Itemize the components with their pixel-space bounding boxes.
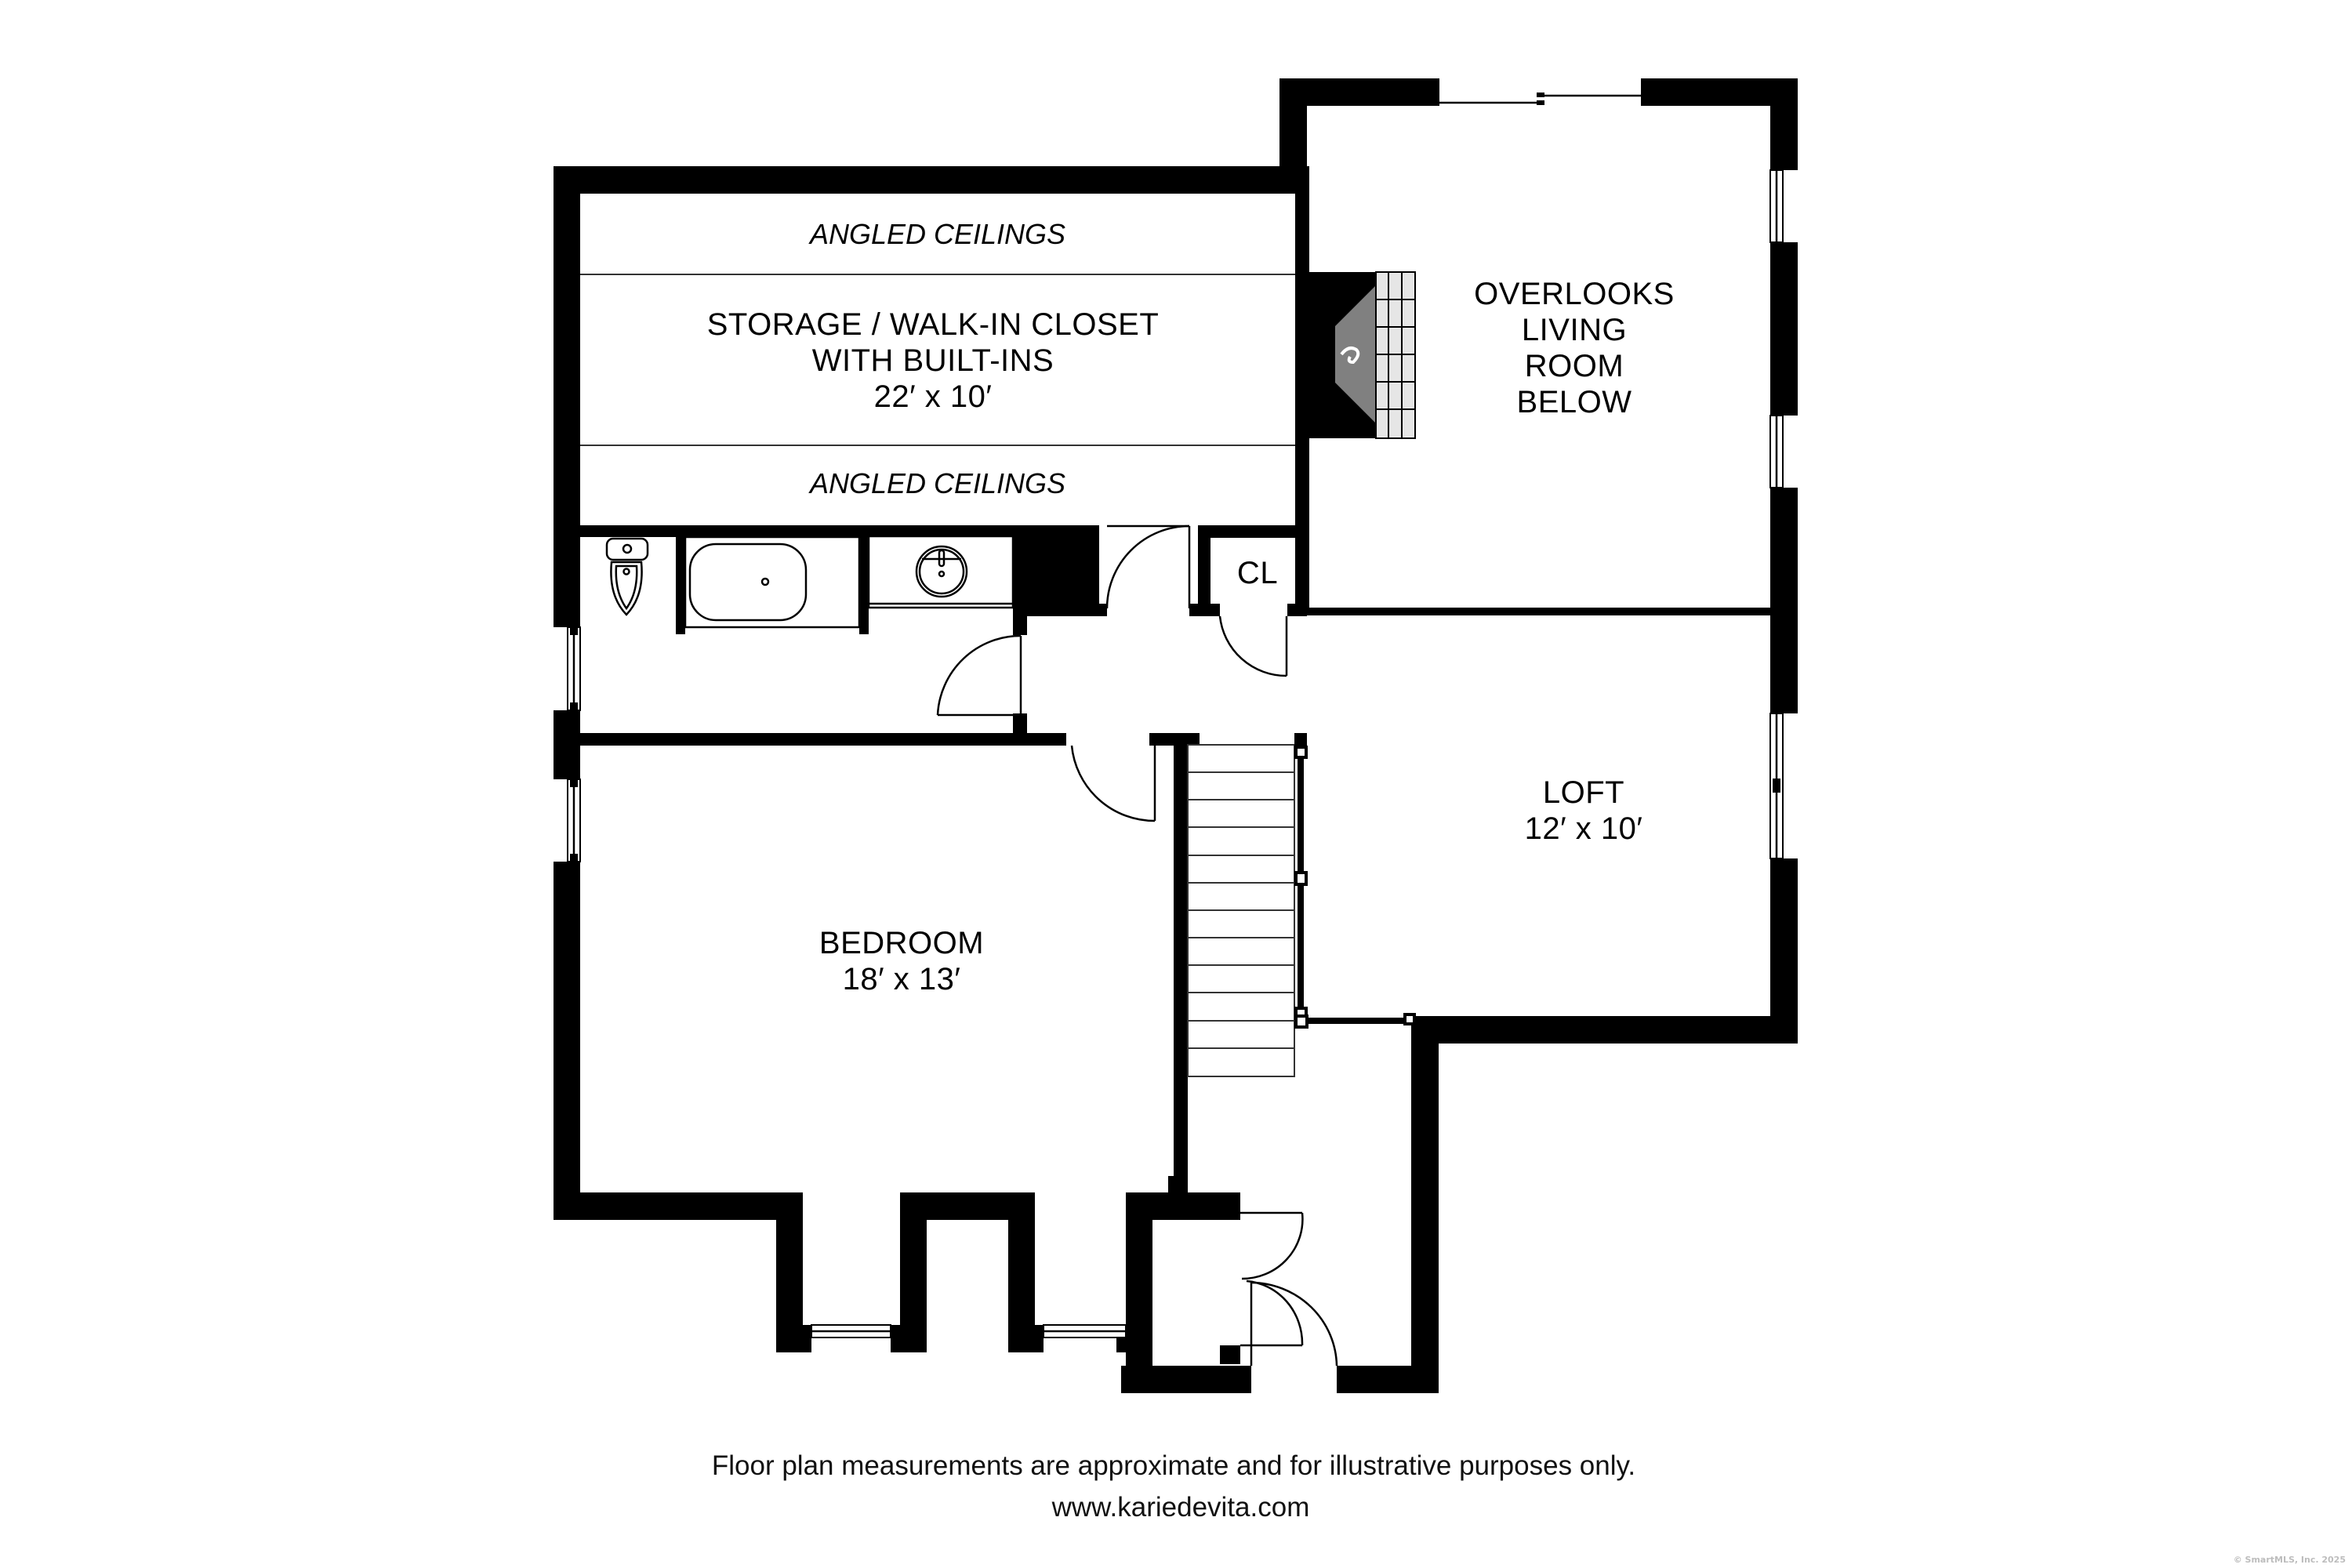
storage-room-dims: 22′ x 10′ (873, 379, 993, 414)
fireplace-icon (1307, 271, 1416, 439)
angled-ceiling-lines (580, 274, 1295, 446)
stairs (1187, 744, 1295, 1077)
closet-label: CL (1236, 556, 1279, 590)
flame-icon (1340, 347, 1360, 365)
watermark: © SmartMLS, Inc. 2025 (2233, 1555, 2346, 1565)
bedroom-label: BEDROOM 18′ x 13′ (819, 925, 984, 997)
storage-room-label: STORAGE / WALK-IN CLOSET WITH BUILT-INS … (707, 307, 1160, 415)
door-swings (936, 524, 1338, 1367)
bathtub-icon (684, 535, 861, 629)
overlooks-living-room-label: OVERLOOKS LIVING ROOM BELOW (1474, 276, 1675, 420)
loft-name: LOFT (1542, 775, 1625, 810)
bedroom-name: BEDROOM (818, 926, 985, 960)
storage-room-name-line2: WITH BUILT-INS (811, 343, 1054, 378)
overlooks-line4: BELOW (1516, 385, 1632, 419)
exterior-walls (554, 78, 1798, 1393)
overlooks-line3: ROOM (1524, 349, 1624, 383)
interior-walls (580, 525, 1307, 1207)
angled-ceilings-top-label: ANGLED CEILINGS (809, 218, 1066, 250)
stair-railing (1294, 733, 1416, 1029)
bedroom-dims: 18′ x 13′ (842, 962, 961, 996)
overlooks-line2: LIVING (1521, 313, 1628, 347)
loft-label: LOFT 12′ x 10′ (1525, 775, 1643, 847)
angled-ceilings-bottom-label: ANGLED CEILINGS (809, 467, 1066, 499)
sink-icon (867, 535, 1014, 609)
overlooks-line1: OVERLOOKS (1474, 277, 1675, 311)
disclaimer-text: Floor plan measurements are approximate … (711, 1450, 1636, 1481)
windows (567, 93, 1798, 1338)
toilet-icon (605, 537, 649, 616)
storage-room-name-line1: STORAGE / WALK-IN CLOSET (706, 307, 1160, 342)
loft-dims: 12′ x 10′ (1524, 811, 1643, 846)
website-link[interactable]: www.kariedevita.com (1051, 1492, 1310, 1523)
